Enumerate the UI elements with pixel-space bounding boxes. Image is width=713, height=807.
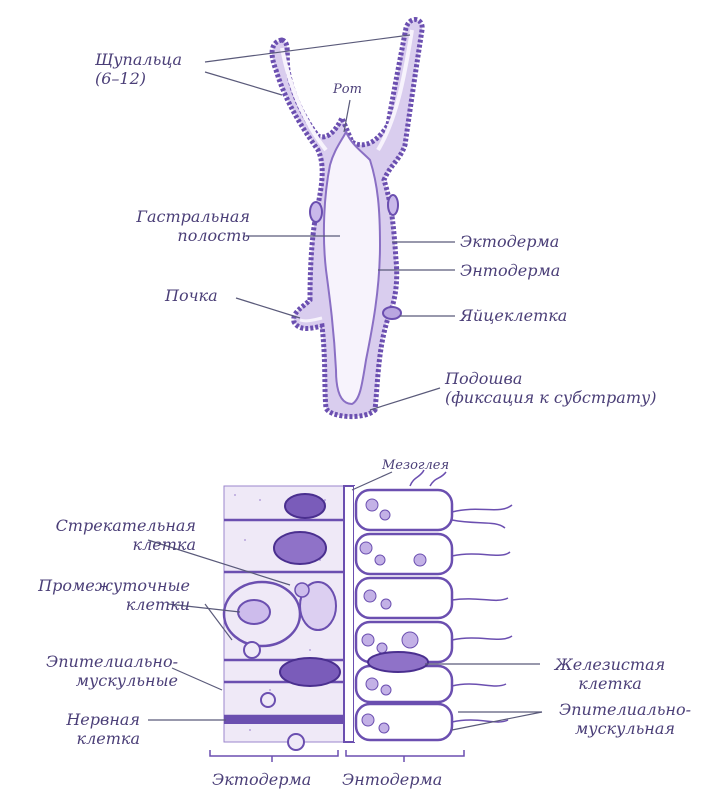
label-epimusc-left-line2: мускульные — [0, 671, 178, 690]
leader-sole — [370, 388, 440, 410]
label-bottom-ectoderm: Эктодерма — [212, 770, 311, 789]
label-ectoderm: Эктодерма — [460, 232, 559, 251]
ectoderm-bottom-cell — [288, 734, 304, 750]
mesoglea-layer — [344, 486, 354, 742]
leader-tentacles-a — [205, 35, 410, 62]
leader-mouth — [344, 100, 350, 132]
label-epimusc-left-line1: Эпителиально- — [0, 652, 178, 671]
body-bump-right — [388, 195, 398, 215]
label-sole-line2: (фиксация к субстрату) — [445, 388, 657, 407]
epimusc-cell-left — [280, 658, 340, 686]
intermediate-cell-nucleus — [238, 600, 270, 624]
stinging-capsule — [285, 494, 325, 518]
bottom-brackets — [210, 750, 464, 762]
label-sole: Подошва (фиксация к субстрату) — [445, 369, 657, 407]
leader-tentacles-b — [205, 72, 282, 95]
label-gland-line1: Железистая — [545, 655, 675, 674]
label-bottom-entoderm: Энтодерма — [342, 770, 442, 789]
epimusc-nucleus-left — [244, 642, 260, 658]
leader-epimusc-left — [172, 668, 222, 690]
label-intermediate: Промежуточные клетки — [0, 576, 190, 614]
label-nerve-line2: клетка — [0, 729, 140, 748]
label-tentacles: Щупальца (6–12) — [95, 50, 182, 88]
tissue-section — [224, 470, 512, 750]
gland-cell — [368, 652, 428, 672]
label-epimusc-left: Эпителиально- мускульные — [0, 652, 178, 690]
label-mouth: Рот — [333, 80, 362, 99]
label-mesoglea: Мезоглея — [382, 456, 449, 475]
epimusc-nucleus-left-b — [261, 693, 275, 707]
body-bump-left — [310, 202, 322, 222]
label-sole-line1: Подошва — [445, 369, 657, 388]
nerve-cell — [224, 716, 344, 724]
label-nerve-line1: Нервная — [0, 710, 140, 729]
entoderm-cells — [356, 490, 452, 740]
label-stinging-line2: клетка — [0, 535, 196, 554]
label-stinging: Стрекательная клетка — [0, 516, 196, 554]
bracket-ectoderm — [210, 750, 338, 756]
stinging-cell — [274, 532, 326, 564]
label-nerve: Нервная клетка — [0, 710, 140, 748]
egg-cell — [383, 307, 401, 319]
label-epimusc-right: Эпителиально- мускульная — [545, 700, 705, 738]
leader-bud — [236, 298, 300, 318]
label-tentacles-line1: Щупальца — [95, 50, 182, 69]
label-gland-line2: клетка — [545, 674, 675, 693]
label-epimusc-right-line2: мускульная — [545, 719, 705, 738]
label-epimusc-right-line1: Эпителиально- — [545, 700, 705, 719]
intermediate-cell-small — [295, 583, 309, 597]
label-gastral-line1: Гастральная — [110, 207, 250, 226]
label-bud: Почка — [165, 286, 218, 305]
label-tentacles-line2: (6–12) — [95, 69, 182, 88]
bracket-entoderm — [346, 750, 464, 756]
label-intermediate-line1: Промежуточные — [0, 576, 190, 595]
label-intermediate-line2: клетки — [0, 595, 190, 614]
label-gastral-line2: полость — [110, 226, 250, 245]
label-gastral: Гастральная полость — [110, 207, 250, 245]
label-egg: Яйцеклетка — [460, 306, 567, 325]
label-gland: Железистая клетка — [545, 655, 675, 693]
label-entoderm: Энтодерма — [460, 261, 560, 280]
label-stinging-line1: Стрекательная — [0, 516, 196, 535]
